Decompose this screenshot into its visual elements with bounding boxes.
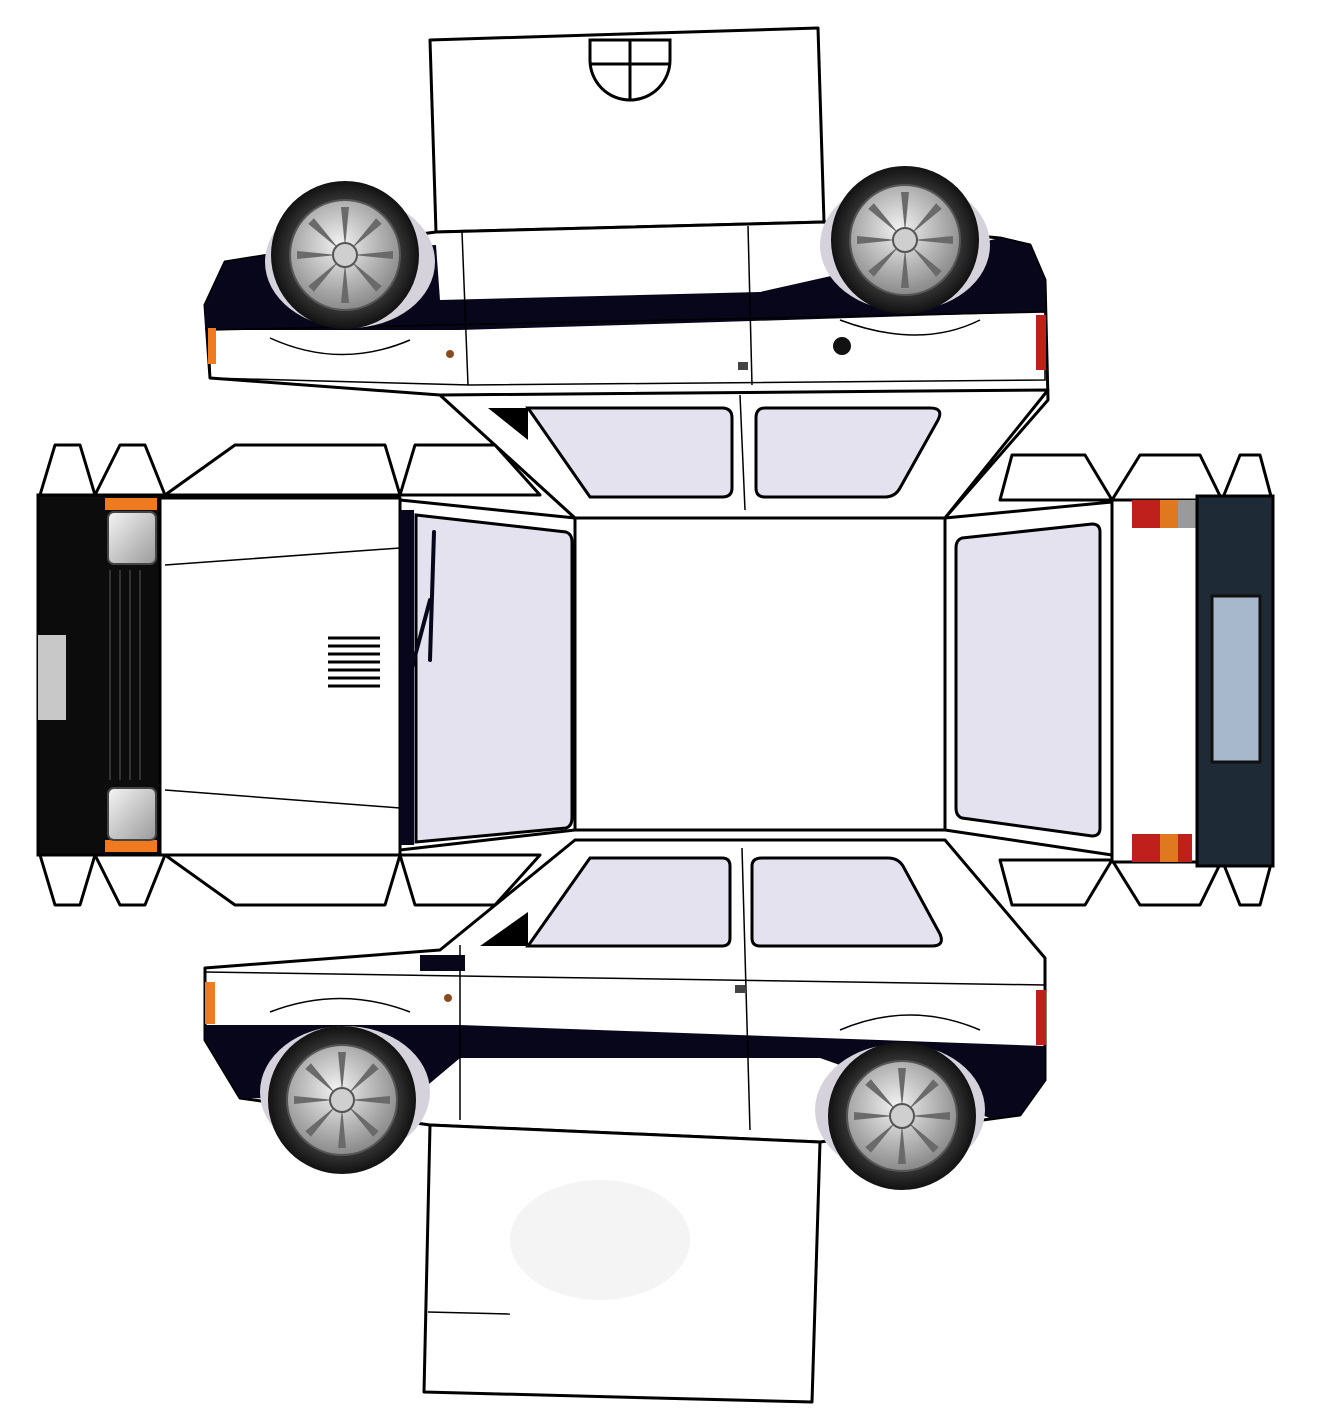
rear-number-plate: [1210, 594, 1262, 764]
top-glue-flap: [428, 26, 826, 234]
front-number-plate: [38, 635, 66, 720]
door-handle-icon: [738, 362, 748, 370]
upper-side-panel: [203, 165, 1050, 520]
alloy-wheel-icon: [267, 1025, 417, 1175]
headlight-icon: [107, 511, 157, 565]
rear-glue-flaps: [998, 453, 1274, 907]
front-indicator-top: [105, 498, 157, 510]
alloy-wheel-icon: [827, 1041, 977, 1191]
flap-badge-icon: [588, 38, 672, 102]
hood-vent: [328, 636, 380, 688]
front-indicator-bottom: [105, 840, 157, 852]
alloy-wheel-icon: [830, 165, 980, 315]
lower-front-side-window: [750, 856, 943, 948]
front-grille-panel: [36, 493, 162, 857]
upper-side-indicator: [208, 328, 216, 364]
upper-front-side-window: [754, 406, 942, 499]
hood-panel: [158, 496, 402, 857]
windshield-panel: [398, 498, 577, 852]
tailgate-panel: [1110, 494, 1275, 868]
roof-panel: [573, 516, 947, 832]
upper-rear-side-window: [525, 406, 734, 499]
lower-side-taillight: [1036, 990, 1046, 1045]
headlight-icon: [107, 787, 157, 841]
fuel-cap-icon: [833, 337, 851, 355]
alloy-wheel-icon: [270, 180, 420, 330]
rear-window-glass: [954, 522, 1102, 838]
lower-side-indicator: [205, 982, 215, 1024]
lower-rear-side-window: [525, 856, 732, 948]
lower-side-panel: [203, 838, 1047, 1191]
wiper-icon: [404, 530, 436, 692]
door-handle-icon: [735, 985, 745, 993]
upper-side-taillight: [1036, 315, 1046, 370]
rear-window-panel: [943, 500, 1175, 857]
bottom-glue-flap: [422, 1123, 822, 1404]
windshield-glass: [414, 513, 574, 844]
